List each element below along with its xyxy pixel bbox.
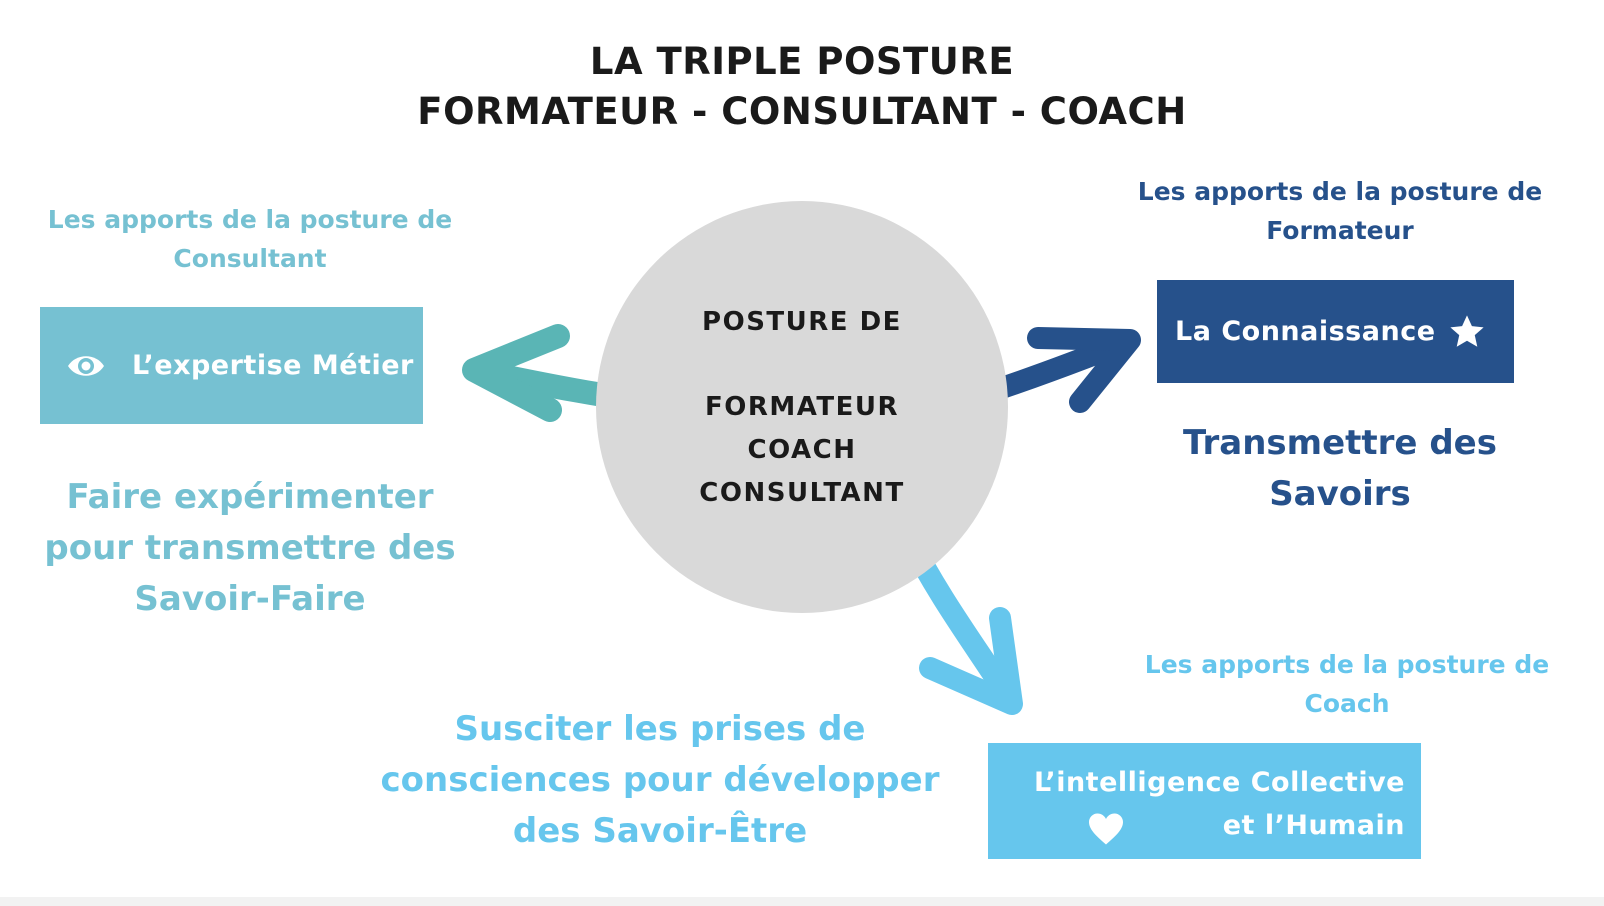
coach-tagline-line-2: consciences pour développer — [380, 760, 940, 800]
center-line-4: CONSULTANT — [699, 478, 905, 508]
consultant-tagline-line-2: pour transmettre des — [44, 528, 456, 568]
formateur-caption-line-2: Formateur — [1266, 216, 1414, 245]
coach-box: L’intelligence Collective et l’Humain — [988, 743, 1421, 859]
title-line-2: FORMATEUR - CONSULTANT - COACH — [417, 90, 1187, 133]
eye-icon — [66, 351, 106, 381]
center-line-3: COACH — [747, 435, 857, 465]
coach-box-line-2: et l’Humain — [1222, 810, 1405, 841]
formateur-box-label: La Connaissance — [1175, 316, 1436, 347]
formateur-tagline-line-2: Savoirs — [1269, 474, 1411, 514]
title-line-1: LA TRIPLE POSTURE — [589, 40, 1015, 83]
formateur-tagline: Transmettre des Savoirs — [1090, 418, 1590, 520]
star-icon — [1448, 313, 1486, 351]
formateur-caption: Les apports de la posture de Formateur — [1090, 172, 1590, 250]
consultant-tagline: Faire expérimenter pour transmettre des … — [0, 472, 500, 625]
heart-icon — [1087, 812, 1125, 846]
consultant-caption-line-2: Consultant — [173, 244, 327, 273]
coach-caption-line-2: Coach — [1304, 689, 1390, 718]
coach-box-line-1: L’intelligence Collective — [1033, 767, 1405, 798]
footer-strip — [0, 897, 1604, 906]
center-line-1: POSTURE DE — [702, 307, 902, 337]
coach-tagline: Susciter les prises de consciences pour … — [370, 704, 950, 857]
coach-caption-line-1: Les apports de la posture de — [1144, 650, 1550, 679]
consultant-caption-line-1: Les apports de la posture de — [47, 205, 453, 234]
center-line-2: FORMATEUR — [705, 392, 899, 422]
consultant-box: L’expertise Métier — [40, 307, 423, 424]
consultant-box-label: L’expertise Métier — [132, 350, 414, 381]
coach-caption: Les apports de la posture de Coach — [1097, 645, 1597, 723]
formateur-tagline-line-1: Transmettre des — [1183, 423, 1497, 463]
coach-tagline-line-3: des Savoir-Être — [512, 811, 808, 851]
consultant-caption: Les apports de la posture de Consultant — [0, 200, 500, 278]
coach-tagline-line-1: Susciter les prises de — [454, 709, 866, 749]
consultant-tagline-line-1: Faire expérimenter — [66, 477, 434, 517]
center-circle — [596, 201, 1008, 613]
formateur-box: La Connaissance — [1157, 280, 1514, 383]
formateur-caption-line-1: Les apports de la posture de — [1137, 177, 1543, 206]
consultant-tagline-line-3: Savoir-Faire — [134, 579, 366, 619]
